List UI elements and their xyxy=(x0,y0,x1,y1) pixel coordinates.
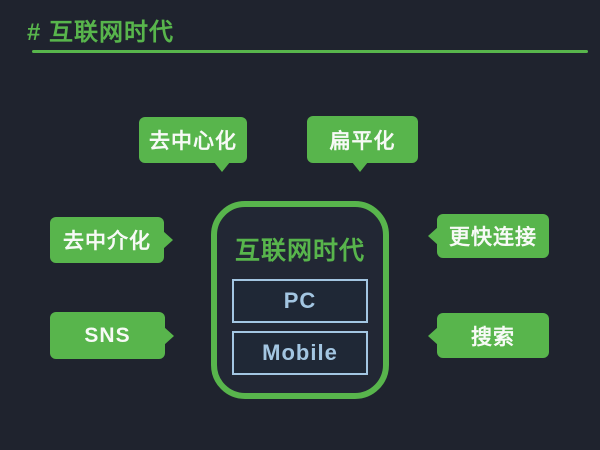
callout-tail-down-icon xyxy=(214,162,230,172)
callout-flattening: 扁平化 xyxy=(307,116,418,172)
title-underline xyxy=(32,50,588,53)
callout-tail-down-icon xyxy=(352,162,368,172)
device-mobile-label: Mobile xyxy=(262,340,338,365)
page-title: # 互联网时代 xyxy=(27,19,175,46)
callout-sns-label: SNS xyxy=(84,323,131,347)
callout-disintermediation-label: 去中介化 xyxy=(63,230,151,253)
center-concept-title: 互联网时代 xyxy=(234,237,365,265)
device-box-pc: PC xyxy=(232,279,368,323)
callout-decentralization-label: 去中心化 xyxy=(149,130,237,153)
callout-tail-right-icon xyxy=(164,326,174,345)
callout-tail-left-icon xyxy=(428,227,438,245)
device-box-mobile: Mobile xyxy=(232,331,368,375)
callout-tail-right-icon xyxy=(163,231,173,249)
callout-faster-connection-label: 更快连接 xyxy=(449,226,537,249)
callout-search-label: 搜索 xyxy=(471,325,515,349)
callout-faster-connection: 更快连接 xyxy=(428,214,549,258)
callout-sns: SNS xyxy=(50,312,174,359)
callout-disintermediation: 去中介化 xyxy=(50,217,173,263)
device-pc-label: PC xyxy=(283,288,317,313)
callout-search: 搜索 xyxy=(428,313,549,358)
callout-decentralization: 去中心化 xyxy=(139,117,247,172)
callout-flattening-label: 扁平化 xyxy=(329,129,396,153)
center-concept-box: 互联网时代 PC Mobile xyxy=(211,201,389,399)
callout-tail-left-icon xyxy=(428,326,438,345)
